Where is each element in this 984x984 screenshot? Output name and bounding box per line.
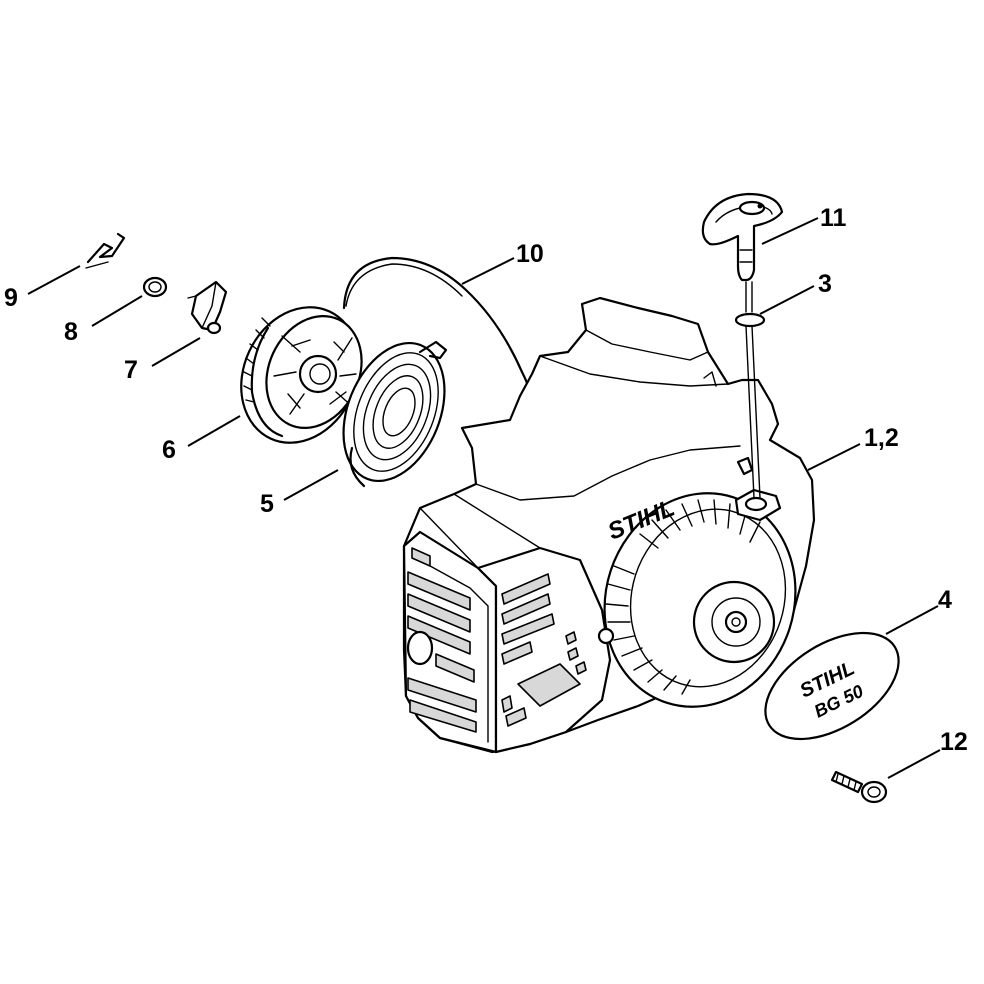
leader-12: [887, 749, 941, 779]
washer-part: [142, 276, 168, 298]
leader-6: [187, 415, 241, 447]
callout-12: 12: [940, 728, 968, 756]
rewind-spring-part: [342, 340, 448, 488]
callout-10: 10: [516, 240, 544, 268]
leader-lines: [27, 217, 941, 779]
callout-8: 8: [64, 318, 78, 346]
callout-9: 9: [4, 284, 18, 312]
starter-rope-part: [342, 256, 532, 400]
starter-grip-part: [701, 192, 784, 282]
callout-7: 7: [124, 356, 138, 384]
front-grille-slots: [406, 547, 477, 733]
rope-guide-bush-part: [734, 281, 766, 499]
rope-rotor-part: [240, 306, 363, 444]
leader-7: [151, 337, 201, 367]
leader-3: [759, 285, 815, 315]
cover-plate-part: STIHL BG 50: [764, 631, 900, 741]
leader-4: [885, 605, 939, 635]
fan-shroud: [597, 492, 797, 708]
leader-1-2: [807, 443, 861, 471]
spring-clip-part: [85, 232, 126, 269]
callout-3: 3: [818, 270, 832, 298]
leader-10: [461, 257, 515, 285]
leader-8: [91, 295, 143, 327]
callouts: 9 8 7 6 5 10 11 3 1,2 4 12: [4, 204, 968, 756]
leader-11: [761, 217, 819, 245]
callout-6: 6: [162, 436, 176, 464]
callout-11: 11: [820, 204, 847, 232]
callout-4: 4: [938, 586, 952, 614]
pawl-part: [187, 280, 228, 335]
screw-part: [830, 770, 888, 804]
leader-5: [283, 469, 339, 501]
callout-1-2: 1,2: [864, 424, 899, 452]
side-grille-slots: [501, 573, 587, 727]
leader-9: [27, 265, 81, 295]
fan-housing-part: STIHL: [402, 296, 816, 754]
callout-5: 5: [260, 490, 274, 518]
